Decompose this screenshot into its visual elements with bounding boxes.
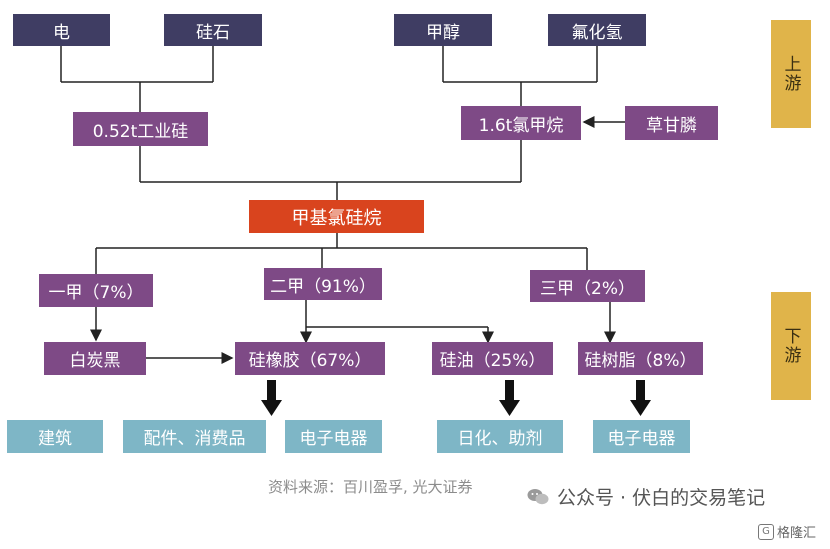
node-silicone-resin: 硅树脂（8%） [578,342,703,375]
arrow-to-electronics [630,380,651,416]
node-parts-consumer-goods: 配件、消费品 [123,420,266,453]
node-methyl-chloride: 1.6t氯甲烷 [461,106,581,140]
node-electronics-1: 电子电器 [285,420,382,453]
source-note: 资料来源：百川盈孚, 光大证券 [268,478,473,496]
node-silicone-oil: 硅油（25%） [432,342,553,375]
gelonghui-logo-icon: G [758,523,774,540]
node-silicone-rubber: 硅橡胶（67%） [235,342,385,375]
node-electricity: 电 [13,14,110,46]
node-electronics-2: 电子电器 [593,420,690,453]
arrow-to-consumer [261,380,282,416]
node-mono-methyl: 一甲（7%） [39,274,153,307]
node-tri-methyl: 三甲（2%） [530,270,645,302]
node-silica: 硅石 [164,14,262,46]
node-methylchlorosilane: 甲基氯硅烷 [249,200,424,233]
node-daily-chem-additives: 日化、助剂 [437,420,563,453]
wechat-watermark: 公众号 · 伏白的交易笔记 [527,483,765,510]
node-methanol: 甲醇 [394,14,492,46]
corner-logo-text: 格隆汇 [777,526,817,541]
corner-logo: G 格隆汇 [758,522,816,541]
arrow-to-daily-chem [499,380,520,416]
node-industrial-silicon: 0.52t工业硅 [73,112,208,146]
node-hydrogen-chloride: 氟化氢 [548,14,646,46]
node-glyphosate: 草甘膦 [625,106,718,140]
node-construction: 建筑 [7,420,103,453]
wechat-icon [527,488,549,504]
node-di-methyl: 二甲（91%） [264,268,382,300]
node-white-carbon-black: 白炭黑 [44,342,146,375]
label-upstream: 上游 [771,20,811,128]
watermark-text: 公众号 · 伏白的交易笔记 [557,487,766,509]
label-downstream: 下游 [771,292,811,400]
